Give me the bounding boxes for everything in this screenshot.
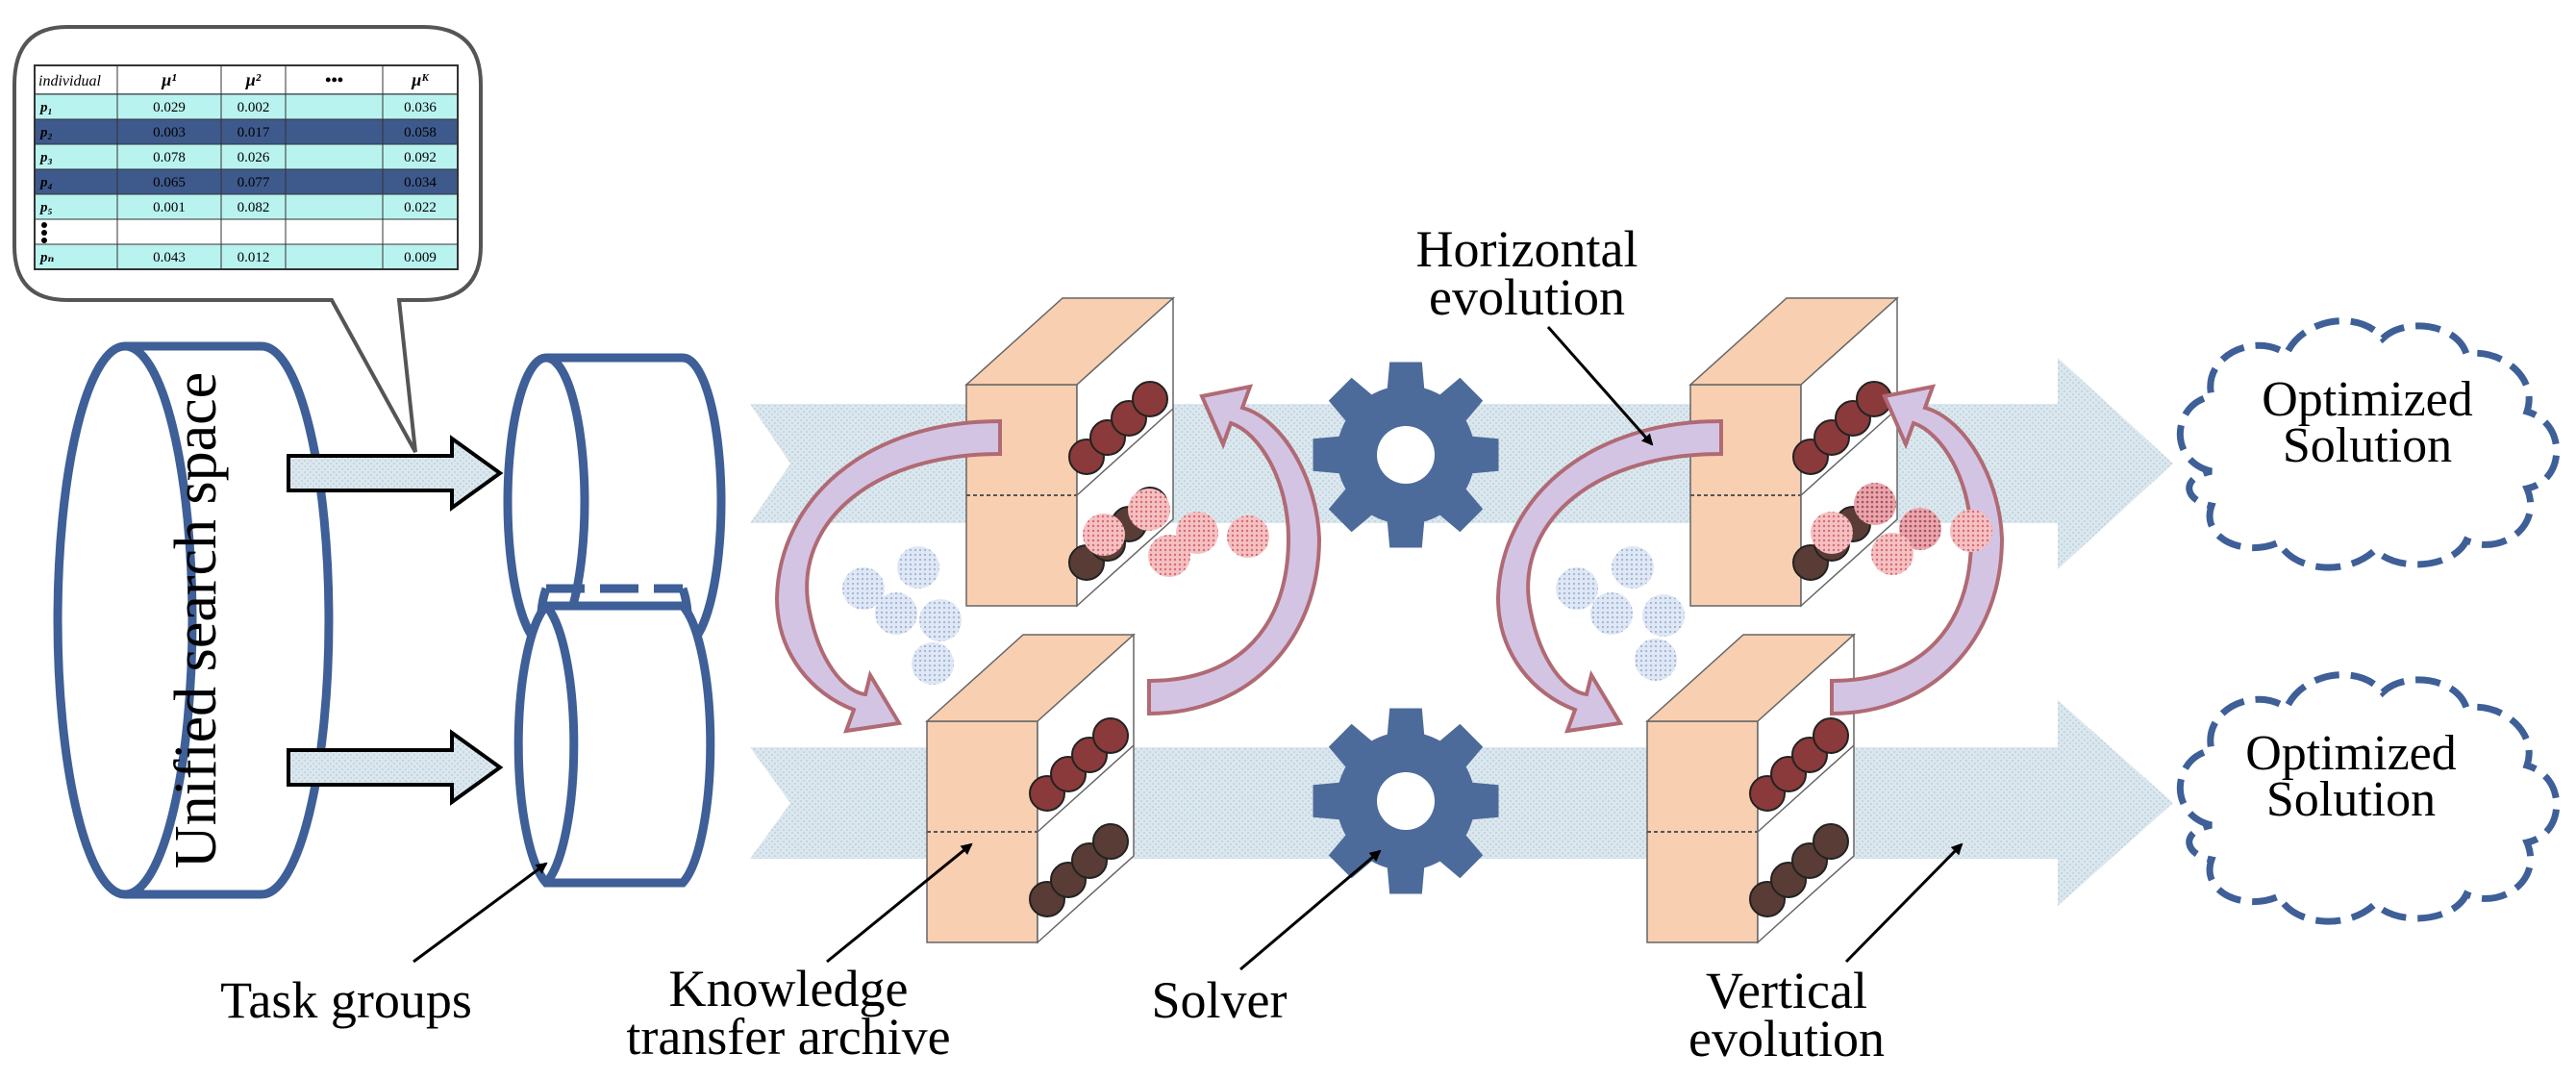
input-arrow-upper (287, 435, 504, 512)
table-cell: p₂ (38, 125, 53, 140)
optimized-label-bottom-1: Optimized (2245, 726, 2457, 781)
archive-dot (1092, 717, 1129, 754)
table-cell: 0.036 (404, 100, 437, 115)
table-header-3: ••• (325, 70, 343, 89)
table-cell: p₄ (38, 175, 53, 190)
optimized-solution-cloud-bottom: Optimized Solution (2176, 671, 2561, 925)
table-cell: 0.029 (153, 100, 186, 115)
table-cell: 0.082 (238, 200, 270, 215)
optimized-label-top-2: Solution (2283, 418, 2452, 473)
table-cell: 0.078 (153, 150, 186, 165)
table-cell: 0.022 (404, 200, 437, 215)
table-cell: 0.034 (404, 175, 437, 190)
table-cell: p₃ (38, 150, 53, 165)
pointer-solver (1239, 849, 1382, 971)
archive-dot (1813, 823, 1849, 860)
input-arrow-lower (287, 729, 504, 806)
archive-dot (1092, 823, 1129, 860)
table-row (34, 193, 459, 220)
archive-box-bottom-2 (1645, 633, 1856, 944)
table-cell: 0.026 (238, 150, 270, 165)
transfer-arrow-left-up (1147, 384, 1322, 716)
archive-dot (1132, 381, 1168, 417)
pointer-vertical (1844, 842, 1963, 964)
table-row (34, 143, 459, 170)
table-cell: 0.012 (238, 250, 270, 265)
table-cell: p₅ (38, 200, 53, 215)
table-cell: p₁ (38, 100, 53, 115)
pointer-horizontal (1546, 326, 1654, 446)
individual-table: individual μ¹ μ² ••• μᴷ p₁ 0.029 0.002 0.036 p₂ 0.… (34, 64, 459, 270)
table-row (34, 218, 459, 245)
population-dots-right (1556, 483, 1992, 681)
table-cell: 0.009 (404, 250, 437, 265)
transfer-arrow-left-down (774, 418, 1002, 734)
solver-label: Solver (1152, 971, 1288, 1029)
solver-gear-bottom (1313, 708, 1499, 894)
table-header-0: individual (38, 73, 101, 89)
optimized-label-top-1: Optimized (2262, 372, 2473, 427)
horizontal-label-1: Horizontal (1416, 220, 1638, 278)
table-cell: 0.001 (153, 200, 186, 215)
archive-dot (1813, 717, 1849, 754)
task-group-cylinder-lower (513, 601, 715, 888)
pointer-knowledge-archive (826, 842, 973, 964)
table-cell: pₙ (38, 250, 55, 265)
horizontal-label-2: evolution (1429, 268, 1625, 326)
table-cell: 0.017 (238, 125, 270, 140)
vertical-label-2: evolution (1688, 1010, 1885, 1067)
population-dots-left (842, 489, 1269, 685)
table-header-2: μ² (245, 70, 262, 89)
vertical-label-1: Vertical (1706, 962, 1867, 1019)
pointer-task-groups (413, 862, 548, 964)
knowledge-label-2: transfer archive (626, 1008, 950, 1066)
table-cell: 0.002 (238, 100, 270, 115)
transfer-arrow-right-down (1495, 418, 1723, 734)
task-groups-label: Task groups (220, 971, 472, 1029)
optimized-solution-cloud-top: Optimized Solution (2176, 317, 2561, 571)
knowledge-label-1: Knowledge (669, 960, 909, 1017)
table-cell: 0.003 (153, 125, 186, 140)
table-header-1: μ¹ (161, 70, 176, 89)
table-cell: 0.065 (153, 175, 186, 190)
unified-search-space-cylinder: Unified search space (53, 341, 334, 899)
table-cell: 0.092 (404, 150, 437, 165)
table-header-4: μᴷ (411, 70, 430, 89)
table-cell: 0.043 (153, 250, 186, 265)
table-cell: 0.058 (404, 125, 437, 140)
solver-gear-top (1313, 362, 1499, 548)
unified-search-space-label: Unified search space (163, 372, 229, 868)
table-cell: 0.077 (238, 175, 270, 190)
table-row (34, 168, 459, 195)
optimized-label-bottom-2: Solution (2266, 772, 2436, 827)
transfer-arrow-right-up (1830, 384, 2005, 716)
archive-box-bottom-1 (925, 633, 1136, 944)
